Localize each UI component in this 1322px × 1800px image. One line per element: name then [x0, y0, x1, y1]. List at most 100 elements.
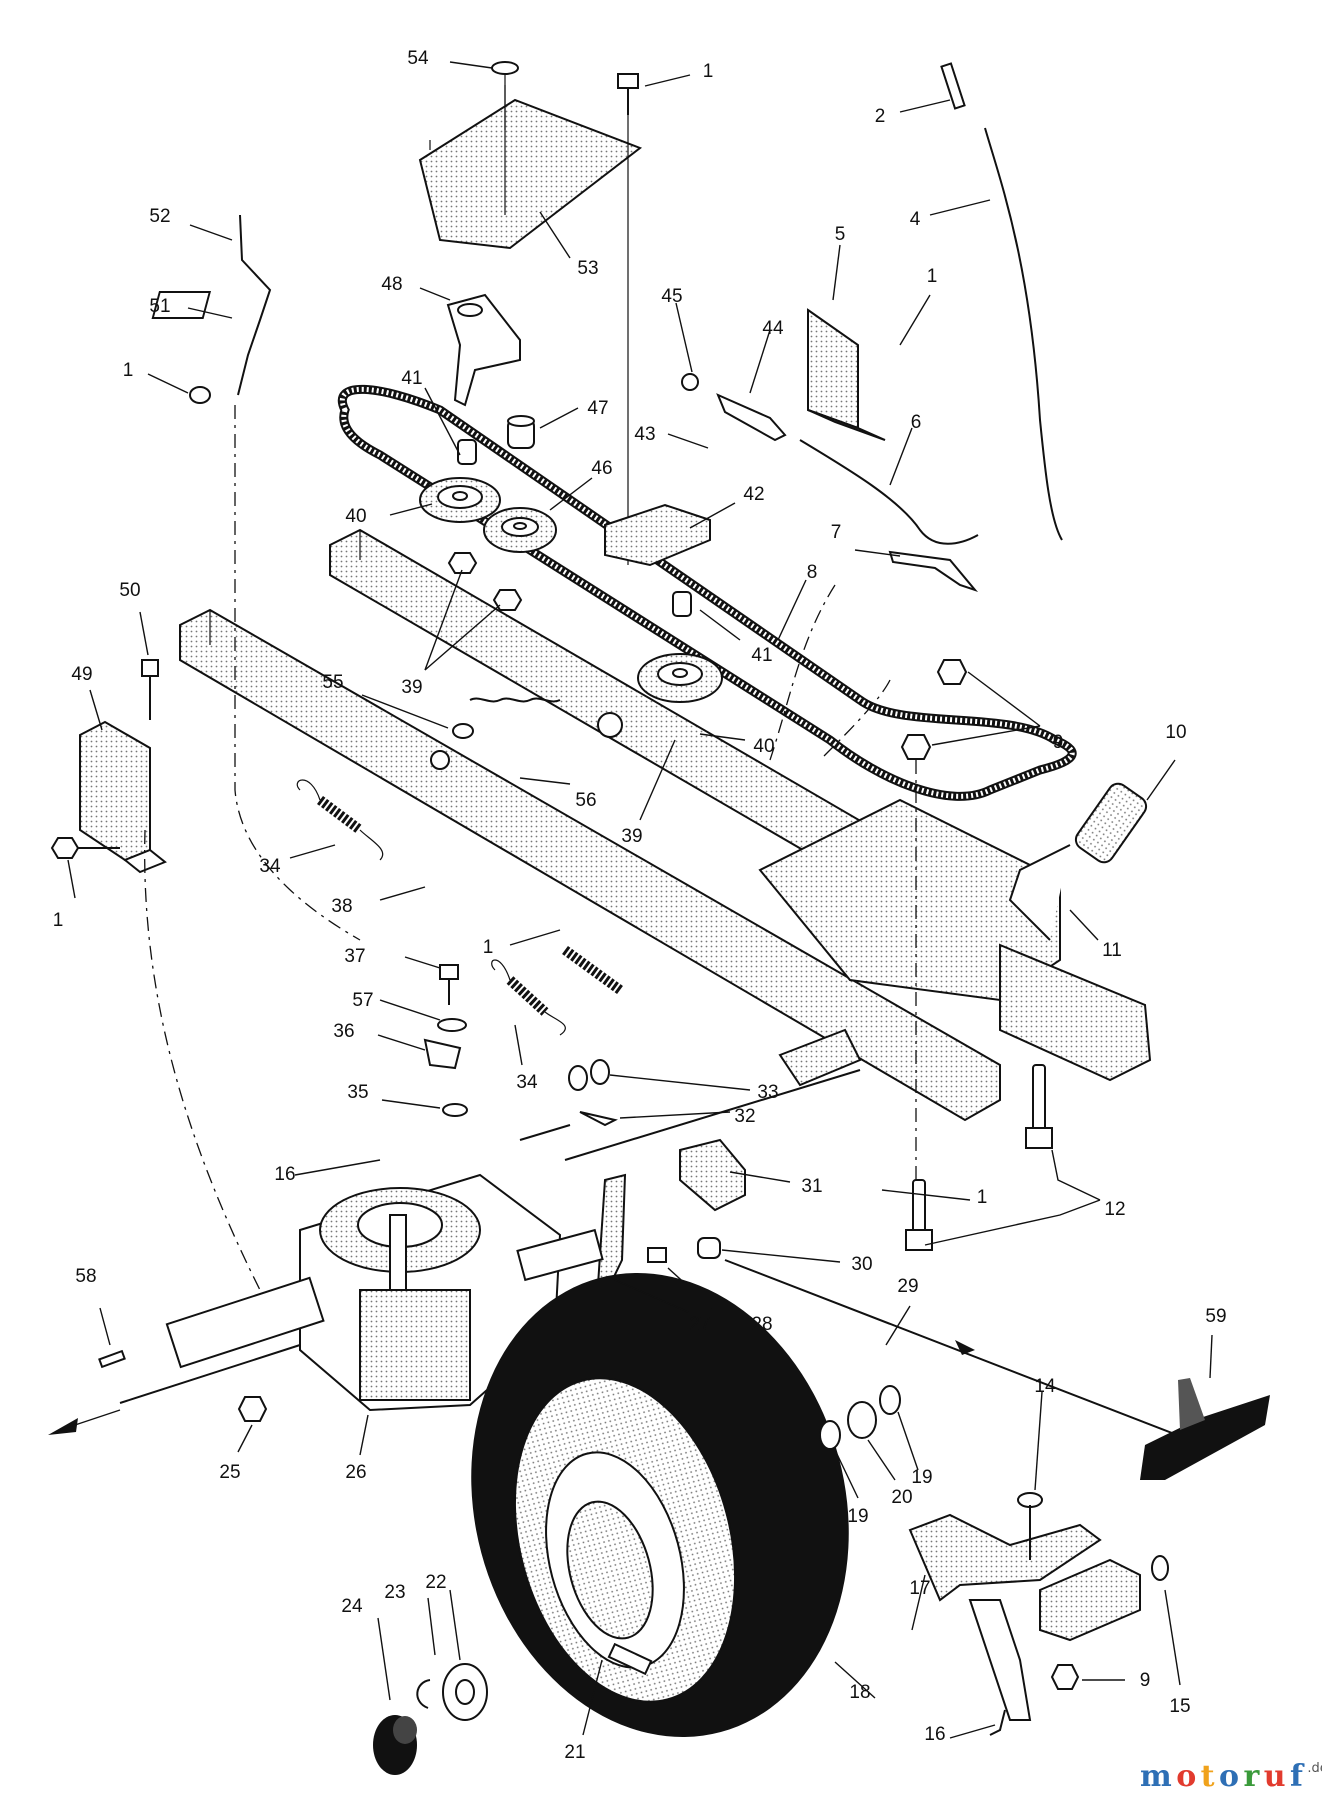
callout-51: 51 — [149, 296, 170, 317]
pedal-17 — [908, 1492, 1169, 1736]
callout-50: 50 — [119, 580, 140, 601]
pulley-40-lower — [637, 653, 723, 703]
lift-lever — [151, 214, 272, 404]
callout-8: 8 — [807, 562, 818, 583]
callout-36: 36 — [333, 1021, 354, 1042]
callout-32: 32 — [734, 1106, 755, 1127]
spring-56 — [452, 697, 561, 739]
callout-9: 9 — [1053, 732, 1064, 753]
rear-plate — [758, 798, 1061, 1002]
callout-16: 16 — [274, 1164, 295, 1185]
callout-35: 35 — [347, 1082, 368, 1103]
callout-17: 17 — [909, 1578, 930, 1599]
callout-55: 55 — [322, 672, 343, 693]
callout-1: 1 — [123, 360, 134, 381]
callout-48: 48 — [381, 274, 402, 295]
nut-39-a — [447, 552, 478, 574]
callout-22: 22 — [425, 1572, 446, 1593]
callout-54: 54 — [407, 48, 429, 69]
callout-40: 40 — [345, 506, 366, 527]
callout-26: 26 — [345, 1462, 366, 1483]
cable — [799, 439, 979, 545]
callout-52: 52 — [149, 206, 170, 227]
callout-43: 43 — [634, 424, 655, 445]
callout-19: 19 — [847, 1506, 868, 1527]
spring-34-a — [296, 779, 384, 861]
washers-33 — [568, 1059, 618, 1127]
callout-41: 41 — [401, 368, 422, 389]
spacers-19-20 — [819, 1385, 901, 1450]
callout-15: 15 — [1169, 1696, 1190, 1717]
lever-27 — [596, 1173, 721, 1286]
clip — [888, 550, 979, 593]
callout-45: 45 — [661, 286, 682, 307]
spacer-47 — [507, 415, 535, 449]
callout-39: 39 — [401, 677, 422, 698]
wheel — [471, 1273, 849, 1737]
callout-4: 4 — [910, 209, 921, 230]
callout-5: 5 — [835, 224, 846, 245]
callout-59: 59 — [1205, 1306, 1226, 1327]
pivot-stack — [423, 964, 468, 1117]
control-rod — [940, 62, 1063, 541]
callout-20: 20 — [891, 1487, 912, 1508]
callout-46: 46 — [591, 458, 612, 479]
watermark-letter: o — [1219, 1759, 1239, 1794]
callout-28: 28 — [751, 1314, 772, 1335]
callout-34: 34 — [259, 856, 281, 877]
callout-1: 1 — [927, 266, 938, 287]
callout-53: 53 — [577, 258, 598, 279]
callout-10: 10 — [1165, 722, 1186, 743]
dashed-guides — [144, 405, 891, 1291]
bolt-top — [617, 73, 639, 115]
watermark-letter: f — [1290, 1759, 1305, 1794]
watermark-letter: u — [1264, 1759, 1286, 1794]
callout-23: 23 — [384, 1582, 405, 1603]
callout-18: 18 — [849, 1682, 870, 1703]
hub-parts — [373, 1663, 488, 1775]
bracket-44 — [681, 373, 787, 442]
watermark-letter: o — [1176, 1759, 1196, 1794]
watermark-letter: t — [1201, 1759, 1215, 1794]
callout-38: 38 — [331, 896, 352, 917]
callout-21: 21 — [564, 1742, 585, 1763]
nut-9-a — [936, 659, 968, 685]
pin-58 — [98, 1349, 126, 1369]
callout-49: 49 — [71, 664, 92, 685]
callout-16: 16 — [924, 1724, 945, 1745]
callout-58: 58 — [75, 1266, 96, 1287]
pedal-pad-edge — [1178, 1378, 1205, 1430]
callout-1: 1 — [483, 937, 494, 958]
watermark-suffix: .de — [1307, 1761, 1322, 1776]
spring-34-b — [491, 959, 566, 1036]
callout-25: 25 — [219, 1462, 240, 1483]
leader-lines — [67, 61, 1213, 1739]
idler-bracket — [446, 293, 521, 407]
callout-40: 40 — [753, 736, 774, 757]
nut-9-b — [900, 734, 932, 760]
drive-belt — [337, 384, 1077, 801]
bracket-5 — [807, 308, 886, 441]
spring-1 — [562, 945, 623, 995]
handle-grip — [1008, 782, 1148, 941]
callout-41: 41 — [751, 645, 772, 666]
callout-47: 47 — [587, 398, 608, 419]
callout-19: 19 — [911, 1467, 932, 1488]
callout-56: 56 — [575, 790, 596, 811]
axle — [48, 1124, 571, 1435]
callout-31: 31 — [801, 1176, 822, 1197]
callout-1: 1 — [703, 61, 714, 82]
callout-57: 57 — [352, 990, 373, 1011]
callout-12: 12 — [1104, 1199, 1125, 1220]
bracket-49 — [50, 659, 167, 874]
pedal-pad — [1140, 1395, 1270, 1480]
callout-labels: 54 1 2 52 4 53 5 1 48 51 45 44 1 41 47 4… — [53, 48, 1227, 1763]
pulley-40-upper — [419, 477, 501, 523]
callout-33: 33 — [757, 1082, 778, 1103]
watermark-text: m o t o r u f .de — [1140, 1759, 1322, 1794]
spacer-41-upper — [457, 439, 477, 465]
callout-11: 11 — [1102, 940, 1122, 961]
callout-42: 42 — [743, 484, 764, 505]
watermark-letter: r — [1243, 1759, 1260, 1794]
